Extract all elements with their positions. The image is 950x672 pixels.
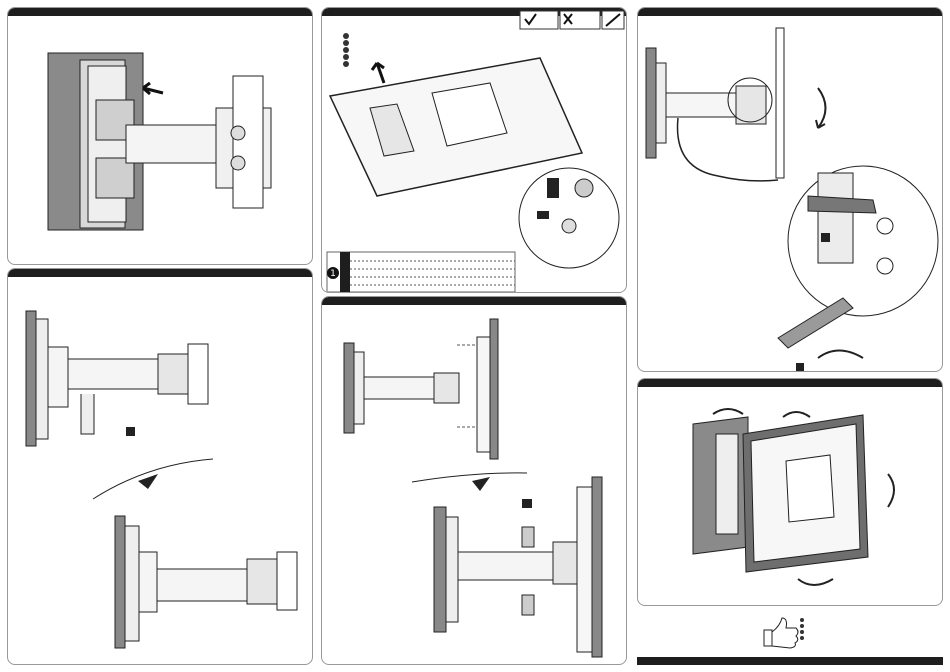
step-3-panel xyxy=(637,7,943,372)
screwdriver-icon xyxy=(602,11,624,29)
step-1-panel xyxy=(7,7,313,265)
step-3-illustration xyxy=(638,8,943,372)
step-4-panel xyxy=(7,268,313,665)
step-5-illustration xyxy=(322,297,627,665)
step-2-illustration: 1 xyxy=(322,8,627,293)
info-marker: 1 xyxy=(330,269,336,279)
check-icon xyxy=(520,11,558,29)
step-1-illustration xyxy=(8,8,313,265)
thumbs-up-icon xyxy=(760,612,810,652)
footer-bar xyxy=(637,657,943,665)
step-6-illustration xyxy=(638,379,943,606)
step-2-panel: 1 xyxy=(321,7,627,293)
step-6-panel xyxy=(637,378,943,606)
info-table: 1 xyxy=(327,252,515,292)
step-5-panel xyxy=(321,296,627,665)
rotate-arrow-icon xyxy=(818,351,863,359)
cross-icon xyxy=(560,11,600,29)
step-4-illustration xyxy=(8,269,313,665)
